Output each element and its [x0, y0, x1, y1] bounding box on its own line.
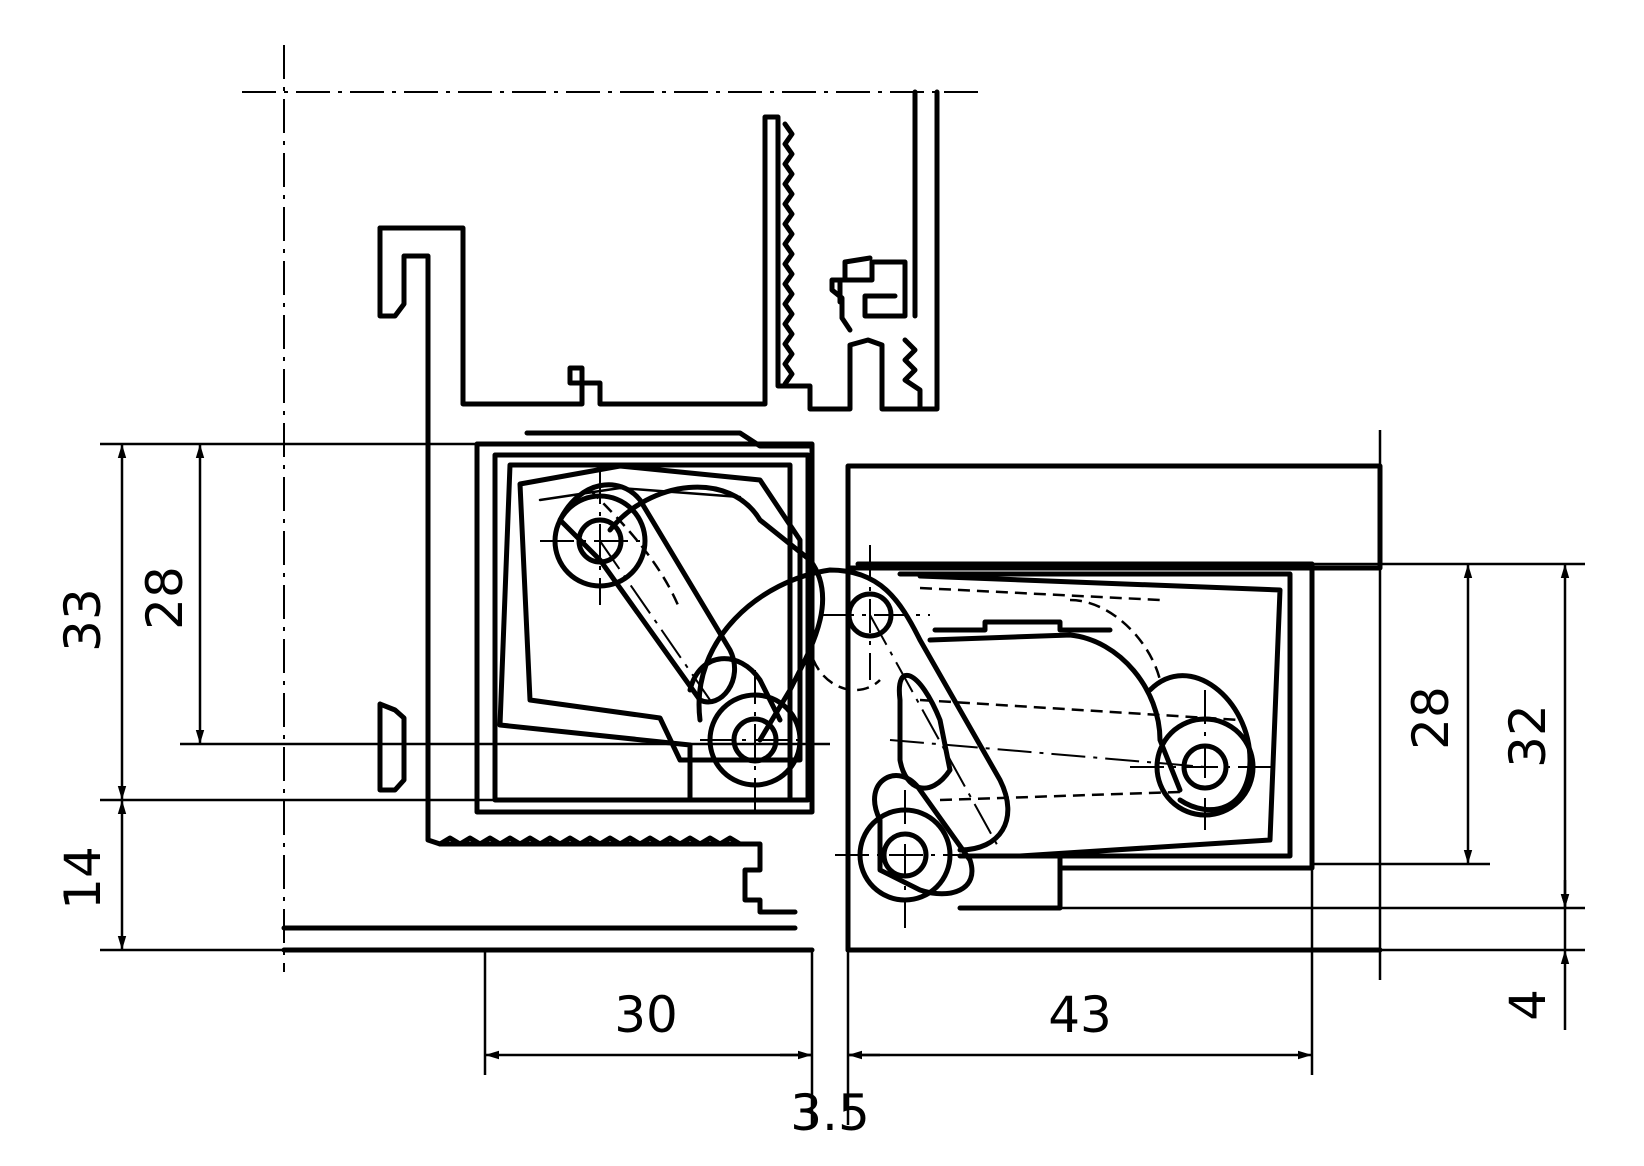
- lower-frame: [281, 701, 815, 953]
- right-lower-block: [957, 853, 1063, 911]
- arm-axis-1: [599, 540, 711, 701]
- upper-frame-profile: [377, 89, 940, 412]
- right-leaf-top: [845, 463, 1383, 571]
- pin-1: [576, 517, 624, 565]
- upper-hook-left: [377, 225, 431, 751]
- dim-label-left-overall: 33: [54, 588, 112, 652]
- lower-seal-zigzag: [437, 835, 743, 847]
- seal-teeth: [902, 337, 923, 412]
- hidden-line-3: [919, 586, 1161, 602]
- left-body-outer: [474, 441, 815, 815]
- pin-4: [1181, 743, 1229, 791]
- pin-3-boss: [707, 692, 803, 788]
- dim-label-left-bottom: 14: [54, 846, 112, 910]
- pin-3: [731, 716, 779, 764]
- dim-label-right-overall: 32: [1499, 704, 1557, 768]
- arm-step-plate: [932, 619, 1113, 633]
- dim-label-left-inner: 28: [136, 566, 194, 630]
- arm-inner-loop: [896, 672, 953, 791]
- arm-lower-right: [872, 773, 975, 897]
- pin-2: [846, 591, 894, 639]
- left-housing-shape: [517, 463, 803, 763]
- dimension-arrows: [117, 444, 1570, 1060]
- hidden-curve-3: [1069, 598, 1162, 681]
- arm-left-lower: [687, 656, 783, 723]
- arm-axis-2: [869, 614, 1001, 851]
- right-body-inner: [897, 571, 1293, 859]
- pin-1-boss: [552, 493, 648, 589]
- pin-5-boss: [857, 807, 953, 903]
- hidden-line-2: [939, 790, 1181, 802]
- dim-label-right-inner: 28: [1402, 686, 1460, 750]
- lower-profile-wall: [425, 745, 798, 915]
- right-body-outer: [855, 561, 1315, 871]
- upper-profile: [377, 89, 940, 751]
- left-body-lining: [497, 462, 793, 803]
- right-housing-shape: [917, 573, 1283, 859]
- hidden-lines: [589, 489, 1241, 802]
- arm-right-long: [927, 632, 1183, 793]
- gasket-clip: [837, 259, 908, 319]
- right-hinge-body: [845, 463, 1383, 953]
- pins: [552, 493, 1256, 903]
- hidden-line-1: [919, 698, 1241, 722]
- center-lines: [242, 45, 1280, 972]
- extension-lines: [100, 430, 1585, 1125]
- dim-label-bottom-right: 43: [1048, 986, 1112, 1044]
- dimension-labels: 33 28 14 28 32 4 30 3.5 43: [54, 566, 1557, 1142]
- lower-hook: [377, 701, 407, 793]
- seal-steps: [829, 255, 873, 333]
- arm-center-block: [696, 567, 1011, 853]
- left-top-plate: [524, 430, 815, 449]
- left-body-inner: [492, 452, 811, 803]
- dim-label-bottom-left: 30: [614, 986, 678, 1044]
- dim-label-bottom-gap: 3.5: [790, 1084, 870, 1142]
- arm-cam-curve: [607, 484, 826, 743]
- dim-label-right-bottom: 4: [1499, 989, 1557, 1021]
- arm-upper-left: [557, 482, 738, 705]
- pin-5: [881, 831, 929, 879]
- upper-seal-zigzag: [782, 121, 795, 387]
- pin-4-boss: [1154, 716, 1256, 818]
